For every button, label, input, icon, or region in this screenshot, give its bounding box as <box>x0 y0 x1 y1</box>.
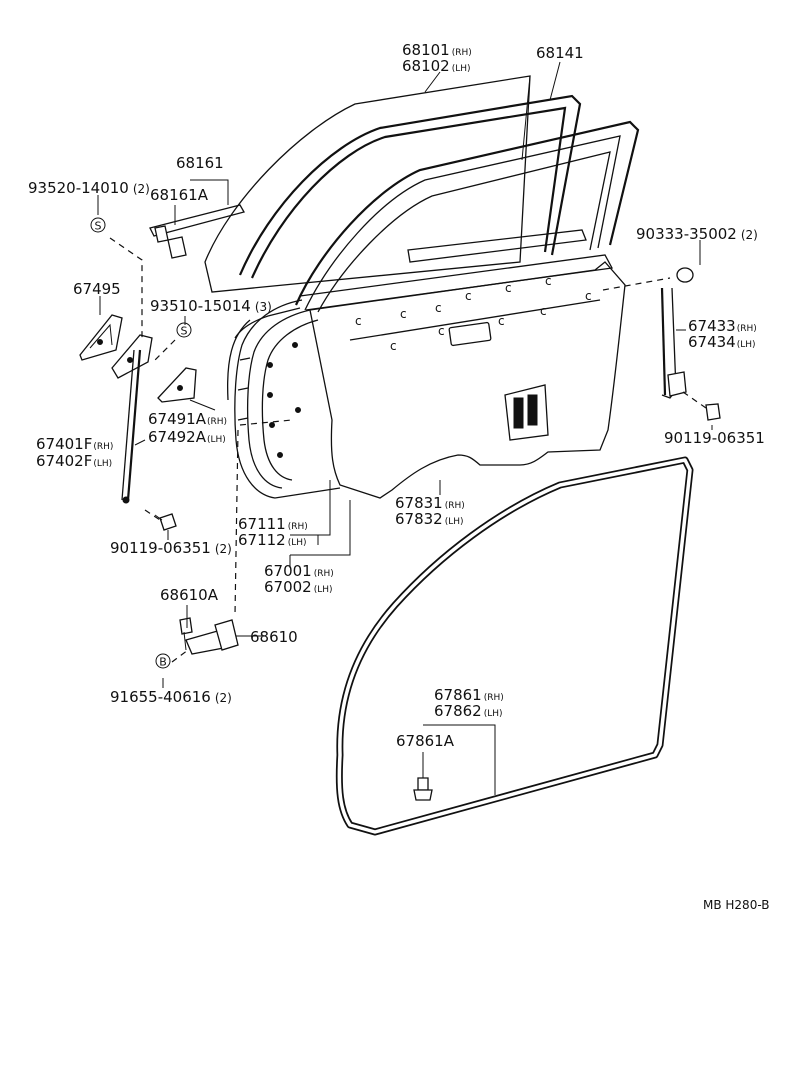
label-check-pin: 68610A <box>160 586 219 604</box>
svg-text:67001(RH): 67001(RH) <box>264 562 334 580</box>
svg-text:67862(LH): 67862(LH) <box>434 702 503 720</box>
svg-text:67401F(RH): 67401F(RH) <box>36 435 113 453</box>
front-guide-part <box>660 267 721 421</box>
label-door-weatherstrip: 67861(RH) 67862(LH) <box>434 686 504 720</box>
label-rear-guide: 67401F(RH) 67402F(LH) <box>36 435 113 470</box>
svg-text:67492A(LH): 67492A(LH) <box>148 428 226 446</box>
svg-text:68161A: 68161A <box>150 186 209 204</box>
bolt-a-dashline <box>144 509 161 521</box>
label-screw-a: 93520-14010(2) <box>28 179 150 197</box>
screw-marker-a: S <box>90 217 106 233</box>
reference-code: MB H280-B <box>703 898 769 912</box>
svg-text:c: c <box>498 314 505 328</box>
svg-text:c: c <box>465 289 472 303</box>
label-channel: 68161 68161A <box>150 154 224 204</box>
label-cover: 67491A(RH) 67492A(LH) <box>148 410 227 446</box>
svg-text:c: c <box>355 314 362 328</box>
weatherstrip-clip-part <box>413 770 433 801</box>
svg-text:c: c <box>505 281 512 295</box>
svg-text:67831(RH): 67831(RH) <box>395 494 465 512</box>
label-front-guide: 67433(RH) 67434(LH) <box>688 317 757 351</box>
svg-text:c: c <box>400 307 407 321</box>
svg-text:68101(RH): 68101(RH) <box>402 41 472 59</box>
svg-text:S: S <box>181 325 188 338</box>
svg-text:67111(RH): 67111(RH) <box>238 515 308 533</box>
clip-dashline <box>602 277 671 291</box>
bracket-part <box>79 314 153 379</box>
door-frame-part <box>234 120 640 339</box>
label-check-bolt: 91655-40616(2) <box>110 688 232 706</box>
svg-text:c: c <box>435 301 442 315</box>
cover-part <box>157 367 197 403</box>
svg-text:c: c <box>585 289 592 303</box>
svg-text:B: B <box>159 656 167 669</box>
door-pocket <box>504 384 549 441</box>
check-bolt-dashline <box>171 649 189 663</box>
svg-text:c: c <box>438 324 445 338</box>
screw-a-dashline <box>109 237 143 340</box>
door-weatherstrip-part <box>335 456 694 836</box>
bolt-b-dashline <box>682 391 707 409</box>
svg-text:S: S <box>95 220 102 233</box>
glass-run-part <box>238 94 582 279</box>
label-bracket: 67495 <box>73 280 121 298</box>
label-weatherstrip-clip: 67861A <box>396 732 455 750</box>
label-bolt-b: 90119-06351 <box>664 429 765 447</box>
label-trim-board: 67831(RH) 67832(LH) <box>395 494 465 528</box>
svg-text:67832(LH): 67832(LH) <box>395 510 464 528</box>
svg-text:c: c <box>545 274 552 288</box>
door-check-dashline <box>234 419 293 616</box>
svg-text:67434(LH): 67434(LH) <box>688 333 756 351</box>
label-door-glass: 68101(RH) 68102(LH) <box>402 41 472 75</box>
door-check-part <box>179 617 239 655</box>
svg-text:c: c <box>540 304 547 318</box>
label-bolt-a: 90119-06351(2) <box>110 539 232 557</box>
label-door-panel: 67001(RH) 67002(LH) <box>264 562 334 596</box>
rear-guide-part <box>121 349 142 504</box>
bolt-marker: B <box>155 653 171 669</box>
svg-text:68102(LH): 68102(LH) <box>402 57 471 75</box>
svg-text:67002(LH): 67002(LH) <box>264 578 333 596</box>
screw-marker-b: S <box>176 322 192 338</box>
channel-part <box>149 204 245 259</box>
svg-text:67491A(RH): 67491A(RH) <box>148 410 227 428</box>
bolt-a-part <box>154 513 177 531</box>
svg-text:c: c <box>390 339 397 353</box>
svg-text:68161: 68161 <box>176 154 224 172</box>
svg-text:67402F(LH): 67402F(LH) <box>36 452 112 470</box>
svg-text:67112(LH): 67112(LH) <box>238 531 307 549</box>
svg-text:67433(RH): 67433(RH) <box>688 317 757 335</box>
label-clip: 90333-35002(2) <box>636 225 758 243</box>
label-glass-run: 68141 <box>536 44 584 62</box>
label-weatherstrip-a: 67111(RH) 67112(LH) <box>238 515 308 549</box>
label-screw-b: 93510-15014(3) <box>150 297 272 315</box>
label-door-check: 68610 <box>250 628 298 646</box>
svg-text:67861(RH): 67861(RH) <box>434 686 504 704</box>
screw-b-dashline <box>154 339 176 361</box>
door-shell-part <box>226 299 341 499</box>
leader-lines <box>97 61 713 795</box>
